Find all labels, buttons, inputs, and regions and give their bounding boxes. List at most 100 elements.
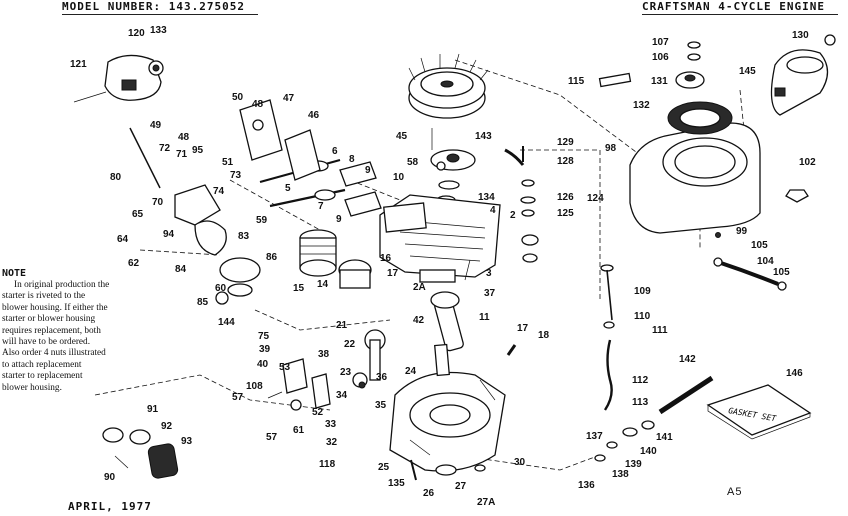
callout-21: 21: [336, 320, 348, 331]
nut-part-102: [785, 189, 809, 203]
callout-95: 95: [192, 145, 204, 156]
callout-38: 38: [318, 349, 330, 360]
callout-92: 92: [161, 421, 173, 432]
callout-32: 32: [326, 437, 338, 448]
callout-9b: 9: [336, 214, 342, 225]
callout-121: 121: [70, 59, 87, 70]
callout-52: 52: [312, 407, 324, 418]
callout-143: 143: [475, 131, 492, 142]
callout-125: 125: [557, 208, 574, 219]
callout-91: 91: [147, 404, 159, 415]
note-line: requires replacement, both: [2, 325, 101, 336]
callout-80: 80: [110, 172, 122, 183]
callout-39: 39: [259, 344, 271, 355]
callout-70: 70: [152, 197, 164, 208]
callout-18: 18: [538, 330, 550, 341]
callout-65: 65: [132, 209, 144, 220]
callout-90: 90: [104, 472, 116, 483]
blower-housing-part: [629, 122, 761, 238]
publication-date: APRIL, 1977: [68, 500, 152, 513]
callout-10: 10: [393, 172, 405, 183]
callout-17b: 17: [517, 323, 529, 334]
note-line: to attach replacement: [2, 359, 82, 370]
gasket-set-package: GASKET SET: [706, 384, 812, 440]
assembly-guide-lines: [94, 59, 746, 471]
callout-5: 5: [285, 183, 291, 194]
page-code: A5: [727, 486, 743, 498]
callout-142: 142: [679, 354, 696, 365]
callout-138: 138: [612, 469, 629, 480]
callout-14: 14: [317, 279, 329, 290]
callout-84: 84: [175, 264, 187, 275]
callout-64: 64: [117, 234, 129, 245]
callout-9a: 9: [365, 165, 371, 176]
callout-60: 60: [215, 283, 227, 294]
callout-145: 145: [739, 66, 756, 77]
callout-115: 115: [568, 76, 585, 87]
callout-47: 47: [283, 93, 295, 104]
callout-2A: 2A: [413, 282, 426, 293]
callout-107: 107: [652, 37, 669, 48]
note-line: blower housing.: [2, 382, 62, 393]
callout-74: 74: [213, 186, 225, 197]
callout-7: 7: [318, 201, 324, 212]
callout-113: 113: [632, 397, 649, 408]
callout-133: 133: [150, 25, 167, 36]
rewind-starter-part: [770, 34, 836, 116]
callout-62: 62: [128, 258, 140, 269]
piston-part: [299, 229, 372, 289]
callout-141: 141: [656, 432, 673, 443]
callout-72: 72: [159, 143, 171, 154]
note-line: will have to be ordered.: [2, 337, 91, 348]
callout-94: 94: [163, 229, 175, 240]
callout-120: 120: [128, 28, 145, 39]
callout-136: 136: [578, 480, 595, 491]
note-title: NOTE: [2, 268, 27, 279]
callout-57b: 57: [266, 432, 278, 443]
callout-126: 126: [557, 192, 574, 203]
note-line: starter or blower housing: [2, 314, 96, 325]
callout-53: 53: [279, 362, 291, 373]
callout-61: 61: [293, 425, 305, 436]
callout-25: 25: [378, 462, 390, 473]
callout-11: 11: [479, 312, 490, 323]
callout-57a: 57: [232, 392, 244, 403]
callout-75: 75: [258, 331, 270, 342]
note-line: starter is riveted to the: [2, 291, 86, 302]
callout-48b: 48: [178, 132, 190, 143]
callout-128: 128: [557, 156, 574, 167]
callout-135: 135: [388, 478, 405, 489]
callout-42: 42: [413, 315, 425, 326]
callout-45: 45: [396, 131, 408, 142]
callout-4: 4: [490, 205, 496, 216]
callout-46: 46: [308, 110, 320, 121]
callout-118: 118: [319, 459, 336, 470]
dipstick-tube-part: [600, 264, 615, 411]
callout-130: 130: [792, 30, 809, 41]
callout-134: 134: [478, 192, 495, 203]
callout-110: 110: [634, 311, 651, 322]
header-underline-right: [642, 14, 838, 15]
valves-part: [259, 158, 382, 217]
callout-109: 109: [634, 286, 651, 297]
callout-27: 27: [455, 481, 467, 492]
callout-37: 37: [484, 288, 496, 299]
carburetor-part: [129, 127, 261, 305]
callout-132: 132: [633, 100, 650, 111]
callout-22: 22: [344, 339, 356, 350]
callout-144: 144: [218, 317, 235, 328]
callout-139: 139: [625, 459, 642, 470]
connecting-rod-part: [352, 329, 386, 389]
callout-23: 23: [340, 367, 352, 378]
misc-fasteners-part: [410, 146, 539, 481]
callout-112: 112: [632, 375, 649, 386]
callout-6: 6: [332, 146, 338, 157]
callout-71: 71: [176, 149, 188, 160]
callout-49: 49: [150, 120, 162, 131]
callout-129: 129: [557, 137, 574, 148]
callout-30: 30: [514, 457, 526, 468]
callout-131: 131: [651, 76, 668, 87]
gasket-plates-part: [239, 99, 321, 181]
callout-137: 137: [586, 431, 603, 442]
callout-105b: 105: [773, 267, 790, 278]
